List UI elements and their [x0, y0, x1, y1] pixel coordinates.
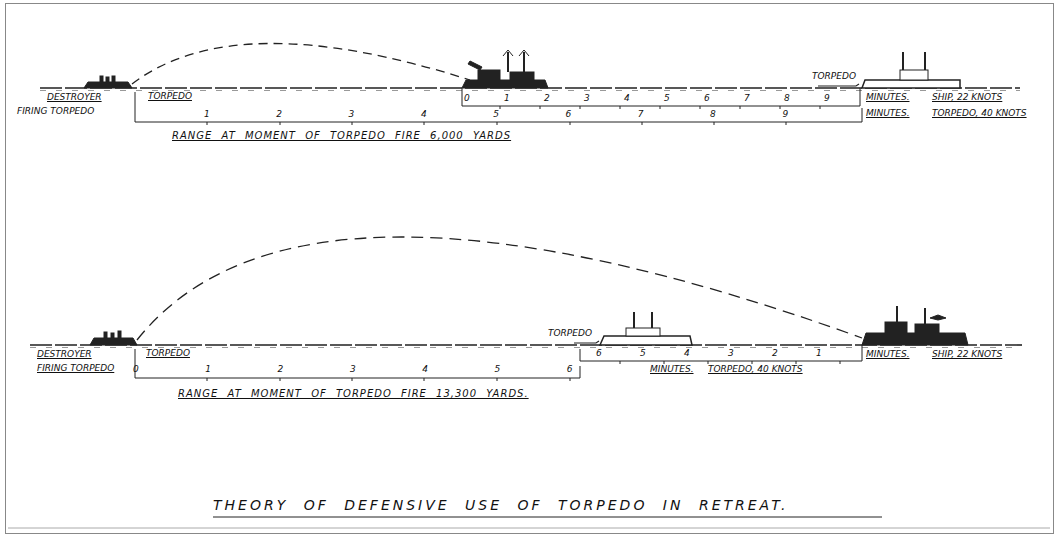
scale-number: 4: [422, 364, 428, 374]
label-text: TORPEDO: [148, 91, 192, 101]
label-text: RANGE AT MOMENT OF TORPEDO FIRE 6,000 YA…: [172, 130, 511, 142]
label-text: MINUTES.: [650, 364, 694, 374]
scale-number: 3: [349, 109, 355, 119]
label-text: TORPEDO: [146, 348, 190, 358]
label-text: MINUTES.: [866, 108, 910, 118]
scale-number: 4: [624, 93, 630, 103]
scale-number: 4: [421, 109, 427, 119]
scale-number: 6: [567, 364, 573, 374]
scale-number: 6: [596, 348, 602, 358]
scale-number: 3: [584, 93, 590, 103]
diagram-title: THEORY OF DEFENSIVE USE OF TORPEDO IN RE…: [213, 497, 789, 513]
scale-number: 1: [205, 364, 211, 374]
scale-number: 5: [493, 109, 499, 119]
scale-number: 8: [710, 109, 716, 119]
scale-number: 4: [684, 348, 690, 358]
scale-number: 9: [824, 93, 830, 103]
scale-number: 0: [133, 364, 139, 374]
label-text: SHIP, 22 KNOTS: [932, 92, 1002, 102]
scale-number: 1: [816, 348, 822, 358]
scale-number: 5: [495, 364, 501, 374]
scale-number: 5: [664, 93, 670, 103]
scale-number: 9: [782, 109, 788, 119]
scale-number: 3: [728, 348, 734, 358]
scale-number: 0: [464, 93, 470, 103]
label-text: MINUTES.: [866, 349, 910, 359]
label-text: SHIP, 22 KNOTS: [932, 349, 1002, 359]
label-text: RANGE AT MOMENT OF TORPEDO FIRE 13,300 Y…: [178, 388, 529, 400]
scale-number: 8: [784, 93, 790, 103]
label-text: DESTROYER: [37, 349, 92, 359]
label-text: TORPEDO: [548, 328, 592, 338]
scale-number: 7: [744, 93, 750, 103]
scale-number: 1: [504, 93, 510, 103]
scale-number: 2: [544, 93, 550, 103]
scale-number: 6: [704, 93, 710, 103]
label-text: TORPEDO, 40 KNOTS: [932, 108, 1027, 118]
label-text: DESTROYER: [47, 92, 102, 102]
label-text: FIRING TORPEDO: [17, 106, 94, 116]
label-text: MINUTES.: [866, 92, 910, 102]
label-text: FIRING TORPEDO: [37, 363, 114, 373]
label-text: TORPEDO: [812, 71, 856, 81]
scale-number: 3: [350, 364, 356, 374]
scale-number: 2: [772, 348, 778, 358]
scale-number: 5: [640, 348, 646, 358]
scale-number: 2: [278, 364, 284, 374]
scale-number: 6: [566, 109, 572, 119]
scale-number: 1: [204, 109, 210, 119]
scale-number: 2: [276, 109, 282, 119]
scale-number: 7: [638, 109, 644, 119]
label-text: TORPEDO, 40 KNOTS: [708, 364, 803, 374]
